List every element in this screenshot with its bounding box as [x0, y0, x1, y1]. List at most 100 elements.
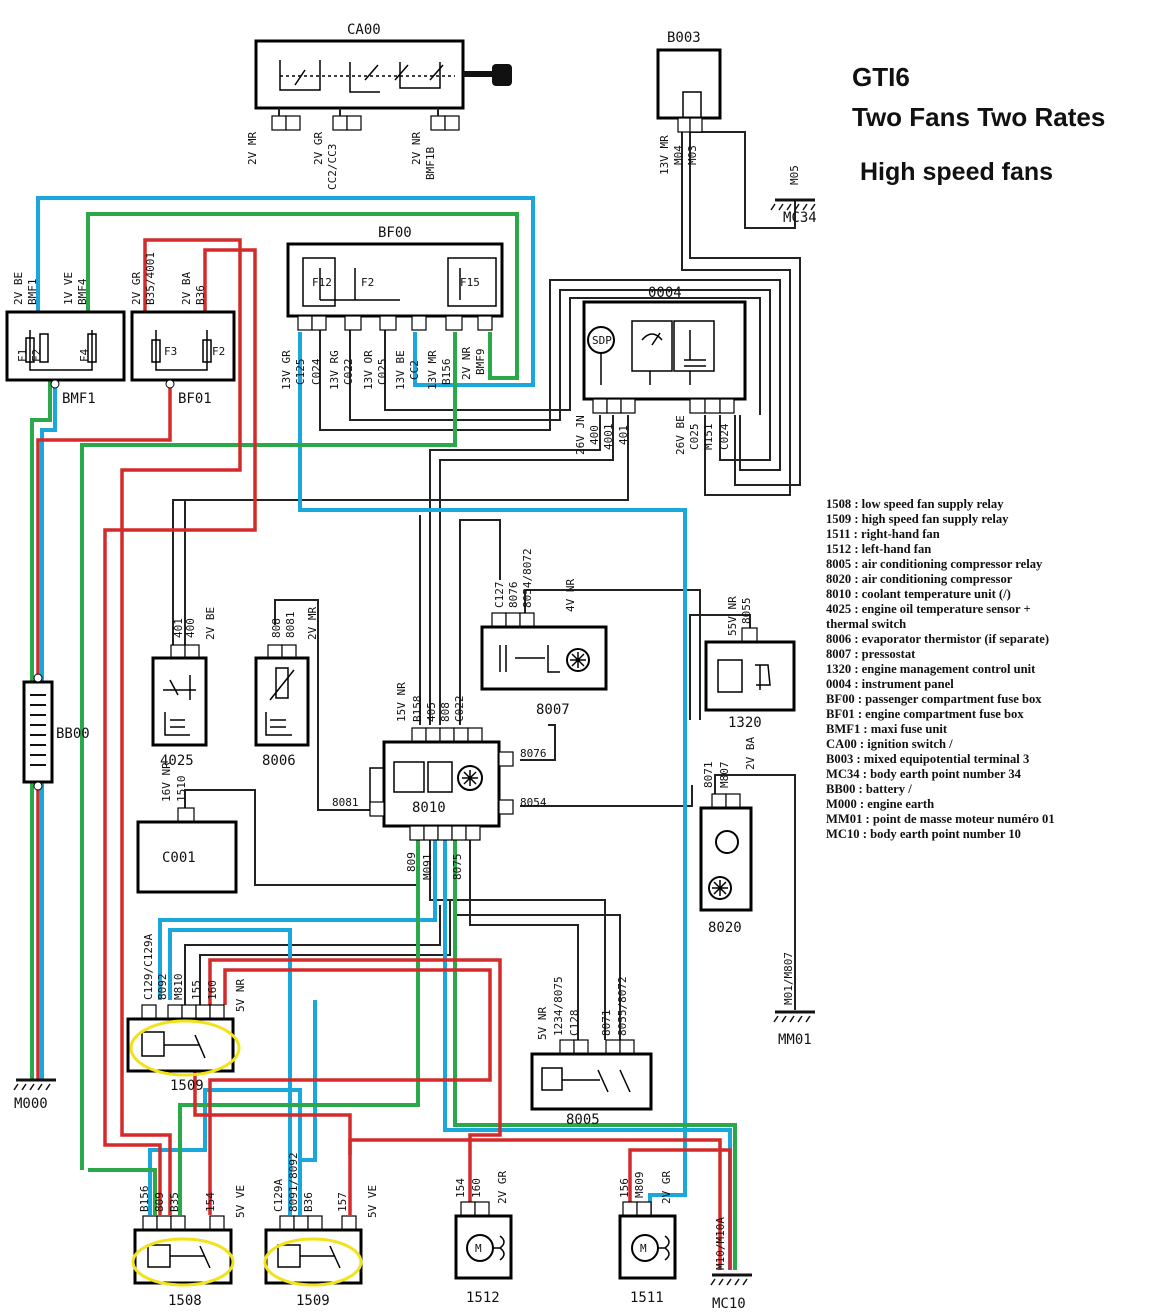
label-8010: 8010 [412, 800, 446, 816]
fuse-label: F15 [460, 276, 480, 289]
legend-item: BMF1 : maxi fuse unit [826, 722, 948, 736]
mc10-earth-icon [710, 1273, 752, 1286]
label-mc10: MC10 [712, 1296, 746, 1312]
wire-label: M807 [718, 762, 731, 789]
wire-label: 8075 [451, 854, 464, 881]
wire-label: C025 [376, 359, 389, 386]
coolant-temperature-unit-8010 [369, 727, 514, 841]
legend-item: 8010 : coolant temperature unit (/) [826, 587, 1011, 601]
mm01-earth-icon [773, 1010, 815, 1023]
label-mc34: MC34 [783, 210, 817, 226]
wire-label: 2V NR [410, 132, 423, 165]
wire-label: B36 [302, 1192, 315, 1212]
label-ca00: CA00 [347, 22, 381, 38]
legend-item: 4025 : engine oil temperature sensor + [826, 602, 1031, 616]
wire-label: 809 [153, 1192, 166, 1212]
label-bf00: BF00 [378, 225, 412, 241]
legend-item: B003 : mixed equipotential terminal 3 [826, 752, 1030, 766]
label-c001: C001 [162, 850, 196, 866]
wire-label: 13V OR [362, 350, 375, 390]
wire-label: 2V GR [312, 132, 325, 165]
black-wires [172, 131, 801, 1040]
legend-item: 8020 : air conditioning compressor [826, 572, 1013, 586]
c001-connector [136, 807, 238, 894]
label-b003: B003 [667, 30, 701, 46]
fuse-labels: F12 F2 F15 F1 F2 F4 F3 F2 [16, 276, 480, 362]
wire-label: 8091/8092 [287, 1152, 300, 1212]
wire-label: 8081 [332, 796, 359, 809]
wire-label: M091 [421, 854, 434, 881]
wire-label: 8054 [520, 796, 547, 809]
wire-label: 8076 [507, 582, 520, 609]
wire-label: C128 [568, 1010, 581, 1037]
wire-label: M03 [686, 145, 699, 165]
fuse-label: F2 [212, 345, 225, 358]
mc34-earth-icon [770, 198, 816, 211]
wire-label: 2V BE [12, 272, 25, 305]
oil-temp-sensor-4025 [151, 644, 208, 747]
m000-earth-icon [13, 1078, 56, 1091]
label-4025: 4025 [160, 753, 194, 769]
evaporator-thermistor-8006 [254, 644, 310, 747]
wire-label: C024 [310, 358, 323, 385]
wire-label: 8076 [520, 747, 547, 760]
legend-item: 8006 : evaporator thermistor (if separat… [826, 632, 1050, 646]
wire-label: 5V VE [234, 1185, 247, 1218]
engine-control-unit-1320 [704, 627, 796, 712]
wire-label: 160 [470, 1178, 483, 1198]
fuse-label: F2 [30, 349, 43, 362]
label-1509-bottom: 1509 [296, 1293, 330, 1309]
svg-text:M: M [640, 1242, 647, 1255]
wire-label: C024 [718, 423, 731, 450]
wire-label: 2V GR [660, 1171, 673, 1204]
wire-label: 160 [206, 980, 219, 1000]
label-m000: M000 [14, 1096, 48, 1112]
label-1320: 1320 [728, 715, 762, 731]
wire-label: 13V GR [280, 350, 293, 390]
label-8006: 8006 [262, 753, 296, 769]
high-speed-relay-1509-top [126, 1004, 241, 1077]
wire-label: B36 [194, 285, 207, 305]
wire-label: 1510 [175, 776, 188, 803]
wire-label: 1V VE [62, 272, 75, 305]
ca00-ignition-switch [254, 39, 465, 131]
wire-label: 1234/8075 [552, 976, 565, 1036]
wire-labels: 2V MR 2V GR CC2/CC3 2V NR BMF1B 13V MR M… [12, 132, 801, 1270]
wire-label: CC2 [408, 360, 421, 380]
legend-item: BF01 : engine compartment fuse box [826, 707, 1024, 721]
wire-label: 8055/8072 [616, 976, 629, 1036]
highlight-ellipse [263, 1237, 363, 1287]
wire-label: 2V BA [180, 272, 193, 305]
wire-label: 400 [588, 425, 601, 445]
legend-item: M000 : engine earth [826, 797, 935, 811]
pressostat-8007 [480, 612, 608, 691]
b003-terminal [656, 48, 722, 133]
wire-label: 2V GR [130, 272, 143, 305]
wire-label: 2V MR [306, 607, 319, 640]
wire-label: B156 [138, 1186, 151, 1213]
wire-label: 401 [617, 425, 630, 445]
wire-label: 8055 [740, 598, 753, 625]
wire-label: 809 [405, 852, 418, 872]
wire-label: 808 [270, 618, 283, 638]
legend-item: 1511 : right-hand fan [826, 527, 940, 541]
bf00-fuse-box [286, 242, 504, 331]
legend-item: MC10 : body earth point number 10 [826, 827, 1021, 841]
title-line-3: High speed fans [860, 158, 1054, 186]
wire-label: BMF1B [424, 147, 437, 180]
wire-label: 2V BE [204, 607, 217, 640]
red-wires [36, 238, 732, 1270]
wire-label: 4V NR [564, 579, 577, 612]
instrument-panel-0004: SDP [582, 300, 747, 414]
component-legend: 1508 : low speed fan supply relay 1509 :… [826, 497, 1166, 842]
label-mm01: MM01 [778, 1032, 812, 1048]
wire-label: CC2/CC3 [326, 144, 339, 190]
wire-label: M810 [172, 974, 185, 1001]
fuse-label: F12 [312, 276, 332, 289]
wire-label: 13V RG [328, 350, 341, 390]
wire-label: 26V BE [674, 415, 687, 455]
title-line-1: GTI6 [852, 62, 910, 92]
wire-label: 8092 [156, 974, 169, 1001]
wire-label: 5V VE [366, 1185, 379, 1218]
component-labels: CA00 B003 BF00 BMF1 BF01 0004 MC34 BB00 … [14, 22, 817, 1312]
